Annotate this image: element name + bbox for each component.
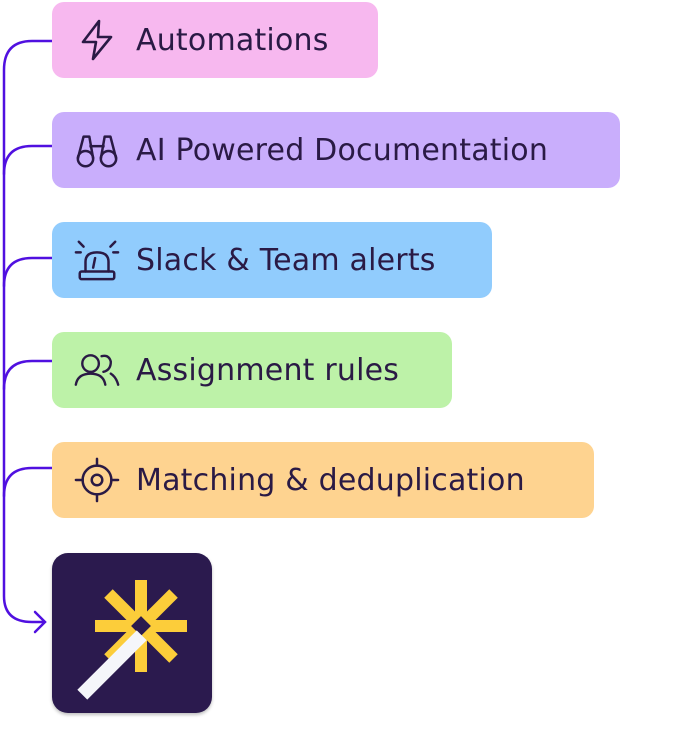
binoculars-icon (74, 127, 120, 173)
arrow-head-icon (33, 610, 47, 634)
magic-wand-icon (77, 580, 187, 700)
connector-branch (2, 256, 54, 288)
feature-ai-documentation[interactable]: AI Powered Documentation (52, 112, 620, 188)
feature-matching-deduplication[interactable]: Matching & deduplication (52, 442, 594, 518)
feature-label: Automations (136, 22, 329, 58)
connector-branch (2, 144, 54, 176)
feature-label: Assignment rules (136, 352, 400, 388)
feature-label: Matching & deduplication (136, 462, 525, 498)
feature-slack-team-alerts[interactable]: Slack & Team alerts (52, 222, 492, 298)
feature-assignment-rules[interactable]: Assignment rules (52, 332, 452, 408)
connector-branch (2, 359, 54, 391)
app-icon[interactable] (52, 553, 212, 713)
feature-label: Slack & Team alerts (136, 242, 436, 278)
target-icon (74, 457, 120, 503)
lightning-icon (74, 17, 120, 63)
siren-icon (74, 237, 120, 283)
connector-trunk (2, 39, 54, 624)
connector-branch (2, 466, 54, 498)
users-icon (74, 347, 120, 393)
feature-automations[interactable]: Automations (52, 2, 378, 78)
feature-label: AI Powered Documentation (136, 132, 549, 168)
